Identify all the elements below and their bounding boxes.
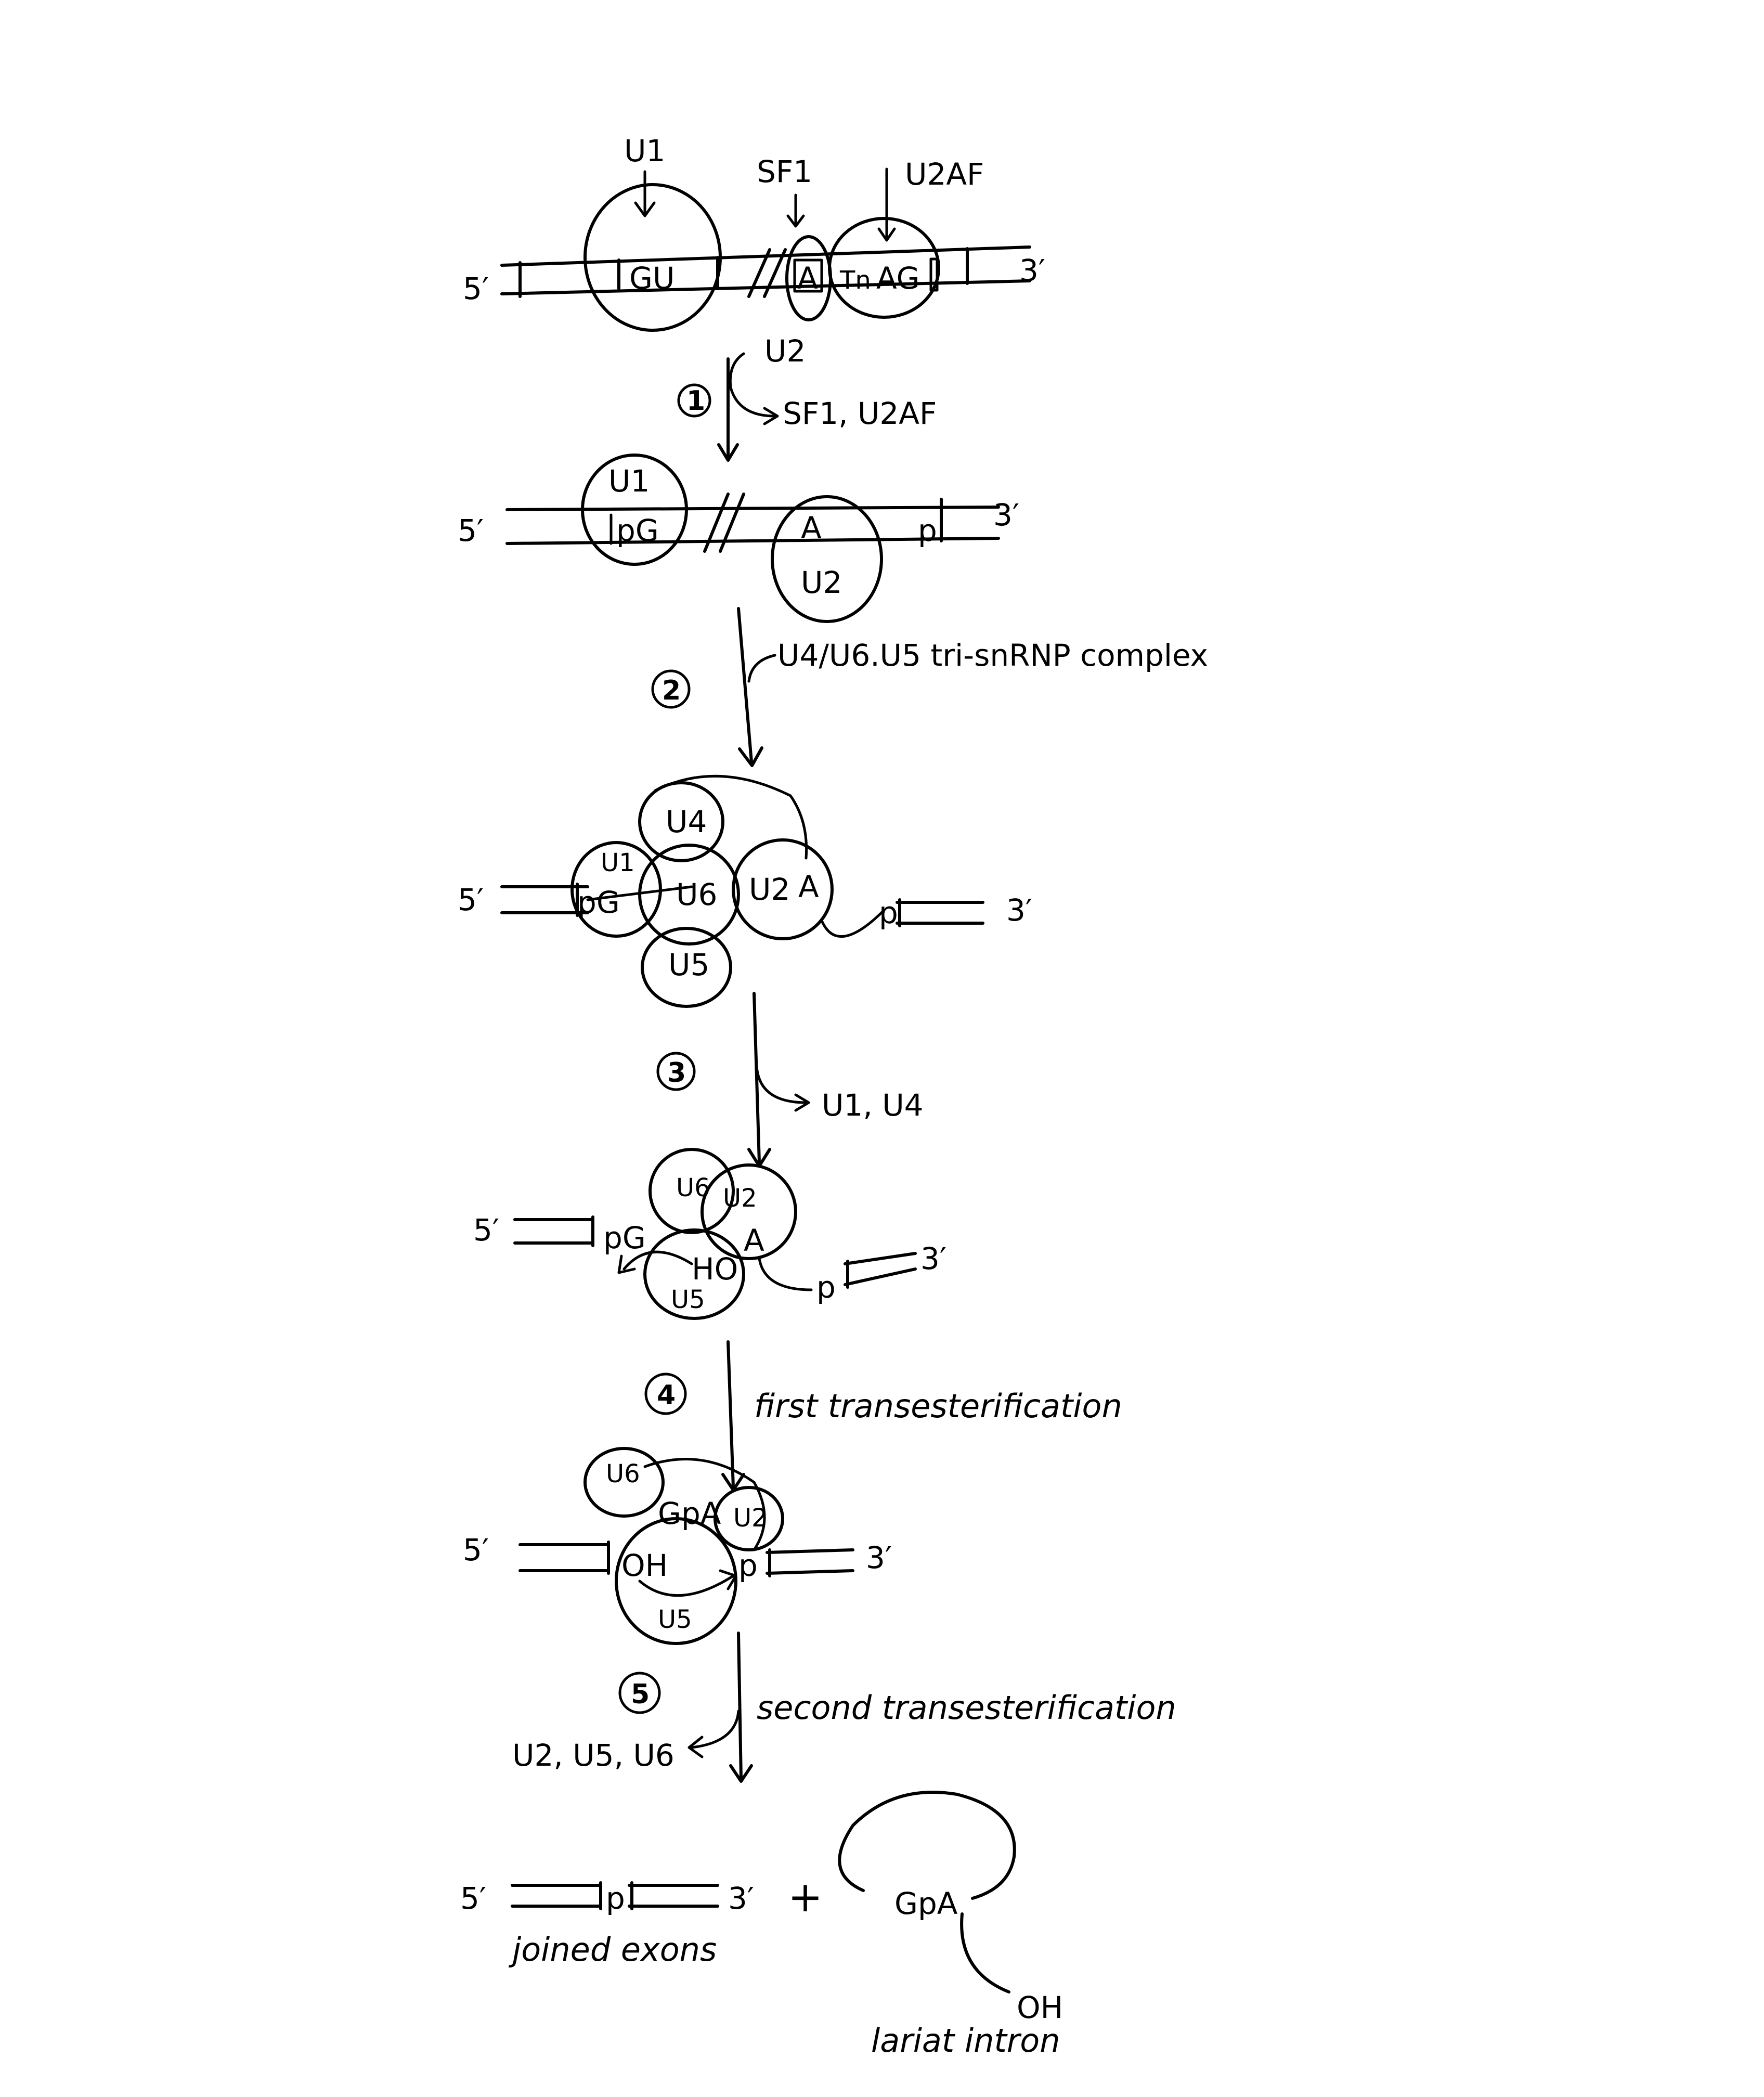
plus-sign: + <box>788 1873 823 1921</box>
step-4-label: first transesterification <box>754 1387 1122 1425</box>
u4-label: U4 <box>666 804 707 839</box>
u2-label: U2 <box>733 1504 768 1533</box>
three-prime-label: 3′ <box>1006 892 1032 928</box>
step-4-circle <box>644 1373 687 1415</box>
step-2-arrow: 2 U4/U6.U5 tri-snRNP complex <box>651 607 1208 767</box>
stage-6-products: 5′ p 3′ joined exons + GpA OH lariat int… <box>460 1791 1063 2060</box>
three-prime-label: 3′ <box>728 1881 754 1916</box>
step-3-number: 3 <box>667 1057 686 1089</box>
three-prime-label: 3′ <box>993 497 1019 533</box>
ho-label: HO <box>692 1251 738 1287</box>
u2-label: U2 <box>723 1184 757 1213</box>
step-3-circle <box>656 1052 696 1091</box>
branch-a-label: A <box>744 1223 764 1258</box>
step-1-circle <box>677 383 711 418</box>
stage-5-intermediate: 5′ U6 U2 GpA OH U5 p 3′ <box>463 1447 892 1645</box>
stage-4-activated: 5′ pG U6 U2 A HO U5 p 3′ <box>473 1148 946 1320</box>
p-label: p <box>879 895 898 930</box>
u5-snrnp <box>615 1517 737 1645</box>
lariat-intron-label: lariat intron <box>871 2022 1060 2060</box>
step-1-arrow: 1 U2 SF1, U2AF <box>677 333 937 462</box>
step-5-out-label: U2, U5, U6 <box>512 1738 675 1773</box>
u6-label: U6 <box>676 877 717 912</box>
three-prime-label: 3′ <box>1019 253 1045 288</box>
u2-snrnp <box>701 1163 797 1260</box>
sf1-label: SF1 <box>757 154 812 189</box>
step-3-arrow: 3 U1, U4 <box>656 992 924 1168</box>
oh-label: OH <box>621 1548 668 1583</box>
step-3-out-label: U1, U4 <box>822 1088 924 1123</box>
pg-label: pG <box>577 885 620 920</box>
stage-1-pre-mrna: 5′ GU U1 A SF1 Tn AG U2AF 3′ <box>463 133 1045 332</box>
tn-label: Tn <box>839 266 871 295</box>
u2-snrnp <box>732 838 834 940</box>
step-2-circle <box>651 669 691 709</box>
branch-a-label: A <box>801 510 822 546</box>
u6-label: U6 <box>606 1459 640 1488</box>
step-5-label: second transesterification <box>757 1689 1176 1727</box>
p-label: p <box>738 1548 758 1583</box>
step-1-out-label: SF1, U2AF <box>783 396 937 431</box>
lariat-tail <box>960 1912 1010 1994</box>
u5-snrnp <box>641 927 732 1008</box>
three-prime-label: 3′ <box>866 1540 892 1575</box>
five-prime-label: 5′ <box>458 882 484 917</box>
five-prime-label: 5′ <box>458 513 484 548</box>
three-prime-label: 3′ <box>920 1241 946 1276</box>
strand-top <box>505 506 1000 511</box>
step-4-number: 4 <box>657 1380 676 1411</box>
u5-snrnp <box>643 1228 745 1320</box>
u2-label: U2 <box>801 565 842 600</box>
step-5-number: 5 <box>631 1679 650 1710</box>
step-5-circle <box>618 1672 661 1714</box>
strand-bottom <box>505 537 1000 545</box>
u2-snrnp <box>714 1486 784 1551</box>
five-prime-label: 5′ <box>473 1212 499 1248</box>
five-prime-label: 5′ <box>460 1881 486 1916</box>
p-label: p <box>918 513 937 548</box>
break-mark <box>703 493 730 553</box>
u6-snrnp <box>648 1148 735 1234</box>
pg-label: pG <box>616 513 659 548</box>
u2af-protein <box>828 217 940 319</box>
strand-bottom <box>500 279 1031 295</box>
pg-label: pG <box>603 1220 646 1255</box>
u1-snrnp <box>583 183 722 332</box>
u4-snrnp <box>638 781 724 862</box>
u2-label: U2 <box>749 872 790 907</box>
branch-a-label: A <box>798 869 819 904</box>
stage-3-spliceosome: 5′ U4 U1 pG U6 U2 A U5 p 3′ <box>458 774 1032 1008</box>
gu-label: GU <box>629 261 675 296</box>
lariat-loop <box>838 1791 1016 1900</box>
five-prime-label: 5′ <box>463 1532 489 1568</box>
p-label: p <box>606 1881 625 1916</box>
step-2-number: 2 <box>662 675 681 706</box>
u6-snrnp <box>583 1447 665 1518</box>
step-1-number: 1 <box>686 385 705 417</box>
u1-snrnp <box>581 454 688 566</box>
step-2-in-label: U4/U6.U5 tri-snRNP complex <box>777 638 1208 673</box>
step-1-in-label: U2 <box>764 333 806 369</box>
joined-exons-label: joined exons <box>509 1931 717 1969</box>
u5-label: U5 <box>668 947 709 982</box>
branch-a-label: A <box>797 261 818 296</box>
step-5-arrow: 5 second transesterification U2, U5, U6 <box>512 1632 1176 1783</box>
u1-label: U1 <box>624 133 665 169</box>
gpa-label: GpA <box>894 1886 958 1921</box>
ag-label: AG <box>876 261 920 296</box>
p-label: p <box>816 1270 836 1305</box>
u2af-label: U2AF <box>905 157 984 192</box>
oh-label: OH <box>1017 1990 1063 2025</box>
u2-snrnp <box>771 495 883 623</box>
five-prime-label: 5′ <box>463 271 489 306</box>
u1-label: U1 <box>601 848 635 877</box>
u5-label: U5 <box>658 1605 692 1634</box>
break-mark <box>747 248 771 298</box>
u1-label: U1 <box>608 463 650 499</box>
stage-2-commitment: 5′ U1 pG A U2 p 3′ <box>458 454 1019 623</box>
gpa-label: GpA <box>658 1496 721 1531</box>
u5-label: U5 <box>671 1285 705 1314</box>
step-4-arrow: 4 first transesterification <box>644 1340 1122 1492</box>
